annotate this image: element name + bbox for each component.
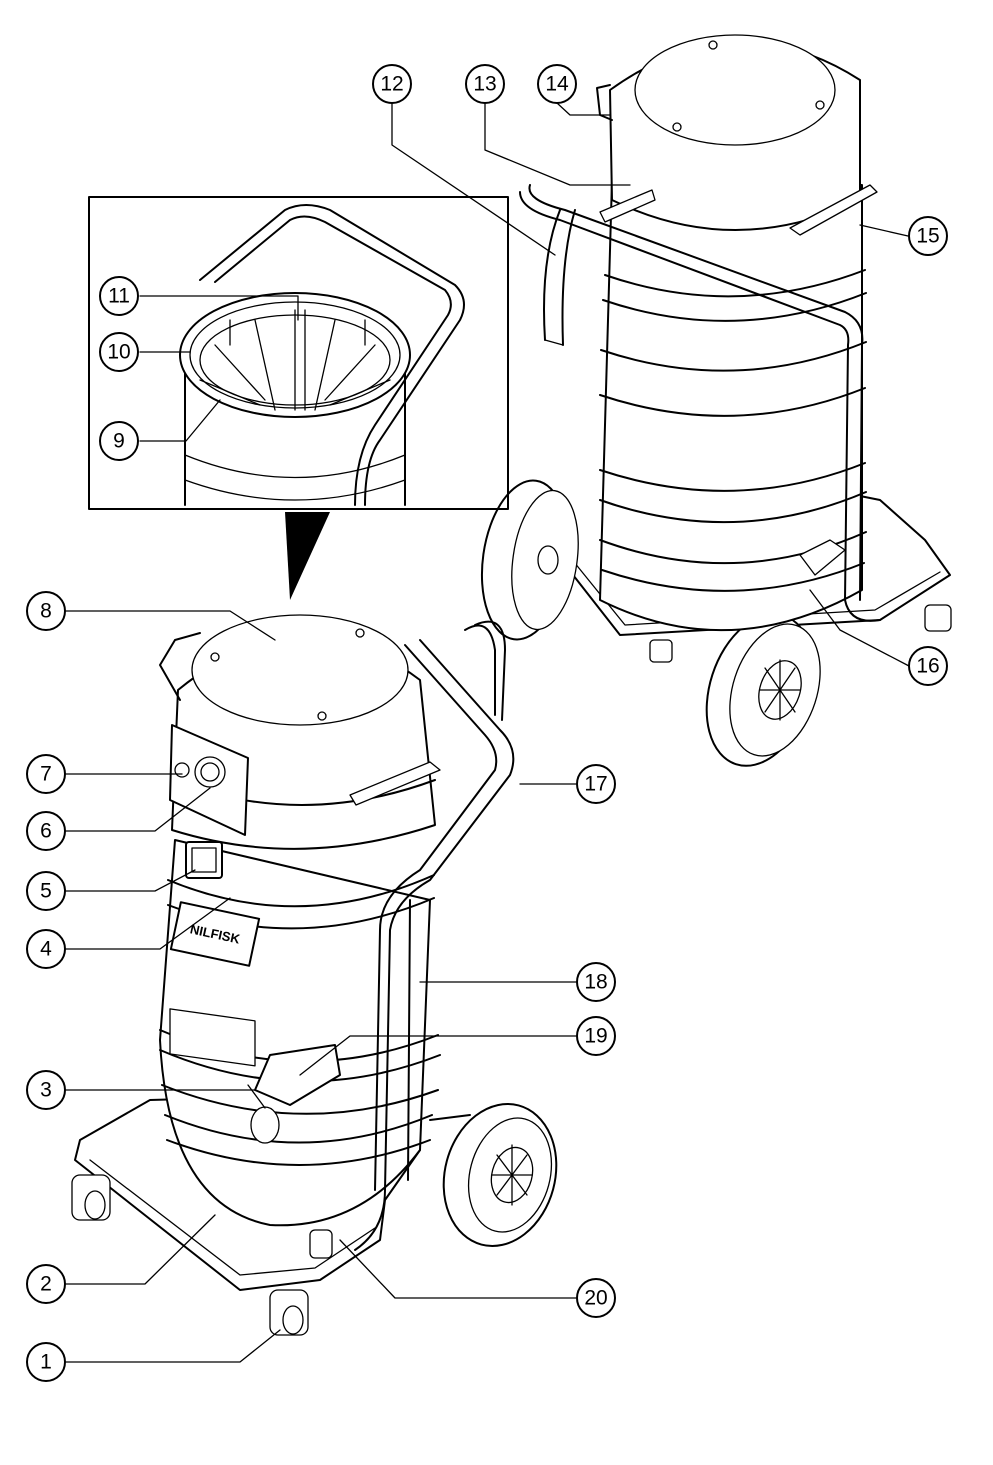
- callout-2-label: 2: [40, 1273, 52, 1296]
- callout-19-label: 19: [584, 1025, 607, 1048]
- callout-3: 3: [26, 1070, 66, 1110]
- callout-15: 15: [908, 216, 948, 256]
- front-view-vacuum: NILFISK: [71, 614, 558, 1336]
- callout-2: 2: [26, 1264, 66, 1304]
- callout-5: 5: [26, 871, 66, 911]
- rear-view-vacuum: [480, 34, 952, 767]
- callout-10: 10: [99, 332, 139, 372]
- rear-left-wheel: [480, 479, 579, 641]
- callout-20-label: 20: [584, 1287, 607, 1310]
- callout-14-label: 14: [545, 73, 569, 96]
- callout-13-label: 13: [473, 73, 496, 96]
- callout-13: 13: [465, 64, 505, 104]
- callout-11-label: 11: [108, 285, 130, 308]
- callout-14: 14: [537, 64, 577, 104]
- leader-lines: [65, 102, 910, 1363]
- callout-1: 1: [26, 1342, 66, 1382]
- callout-12: 12: [372, 64, 412, 104]
- callout-15-label: 15: [916, 225, 939, 248]
- callout-18: 18: [576, 962, 616, 1002]
- callout-20: 20: [576, 1278, 616, 1318]
- callout-1-label: 1: [40, 1351, 52, 1374]
- callout-16: 16: [908, 646, 948, 686]
- callout-8-label: 8: [40, 600, 52, 623]
- callout-11: 11: [99, 276, 139, 316]
- front-wheel: [442, 1103, 558, 1247]
- callout-16-label: 16: [916, 655, 939, 678]
- callout-12-label: 12: [380, 73, 403, 96]
- rear-casters: [649, 604, 952, 663]
- front-casters: [71, 1174, 333, 1336]
- callout-4-label: 4: [40, 938, 52, 961]
- callout-9: 9: [99, 421, 139, 461]
- callout-19: 19: [576, 1016, 616, 1056]
- callout-6-label: 6: [40, 820, 52, 843]
- callout-17-label: 17: [584, 773, 607, 796]
- rear-right-wheel: [705, 613, 821, 767]
- callout-7: 7: [26, 754, 66, 794]
- brand-plate: NILFISK: [169, 901, 261, 967]
- callout-3-label: 3: [40, 1079, 52, 1102]
- callout-4: 4: [26, 929, 66, 969]
- callout-9-label: 9: [113, 430, 125, 453]
- callout-8: 8: [26, 591, 66, 631]
- control-panel: [169, 724, 249, 836]
- rear-hose: [543, 189, 656, 346]
- detail-inset: [88, 196, 509, 600]
- detail-pointer-arrow: [285, 512, 330, 600]
- callout-5-label: 5: [40, 880, 52, 903]
- callout-6: 6: [26, 811, 66, 851]
- callout-18-label: 18: [584, 971, 607, 994]
- callout-10-label: 10: [107, 341, 130, 364]
- callout-7-label: 7: [40, 763, 52, 786]
- callouts: 1 2 3 4 5 6 7 8 9 10 11 12 13 14 15 16 1…: [26, 64, 948, 1382]
- callout-17: 17: [576, 764, 616, 804]
